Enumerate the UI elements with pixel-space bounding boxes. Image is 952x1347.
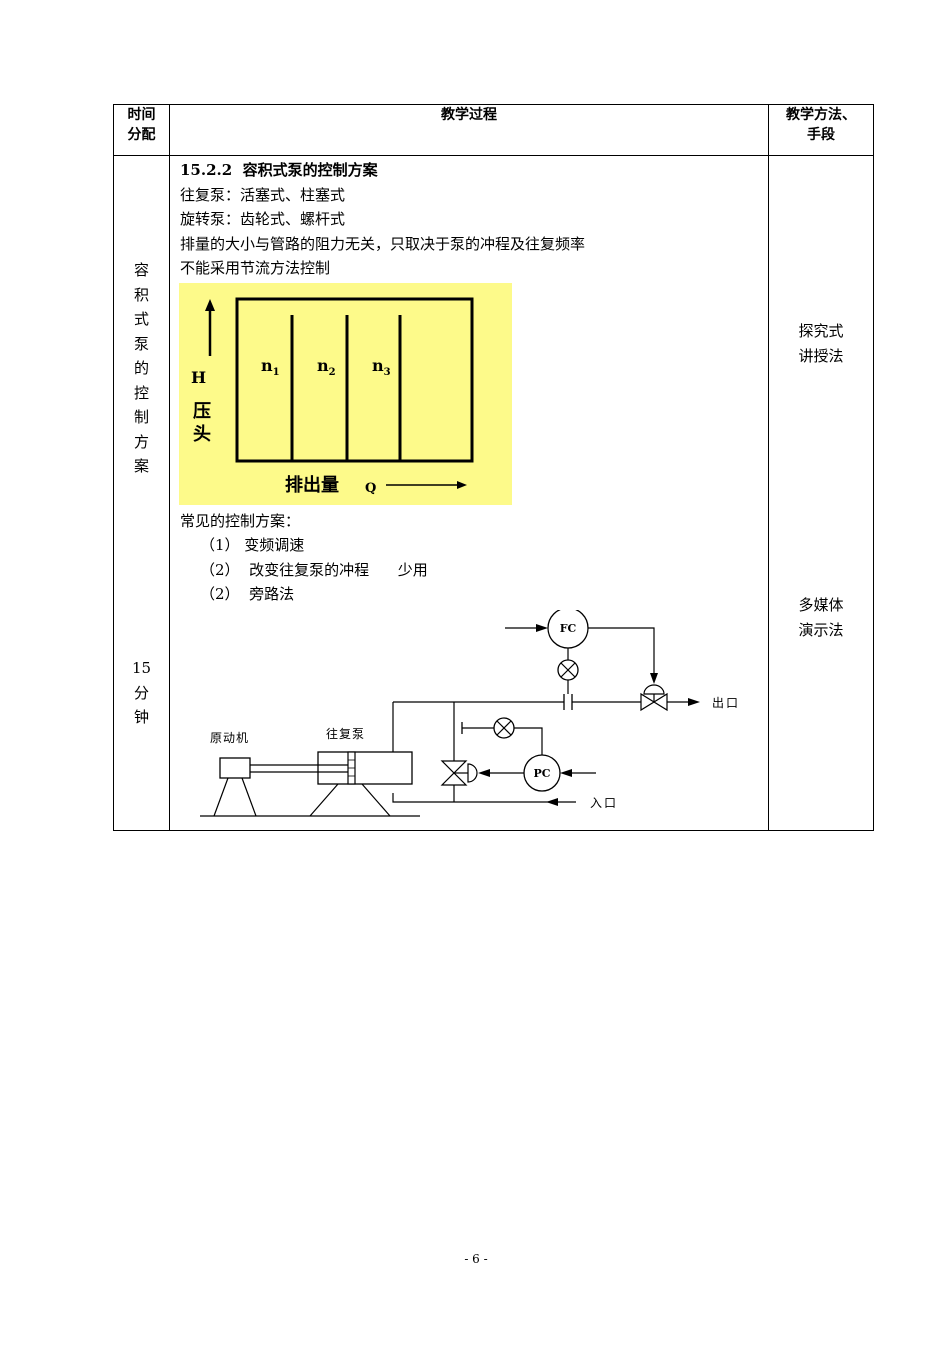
lesson-table: 时间 分配 教学过程 教学方法、 手段 容 积 式 泵 的 控 制 方 案 15… [113, 104, 874, 831]
header-process: 教学过程 [169, 104, 769, 156]
fc-input-arrow [536, 623, 548, 632]
outlet-arrow [688, 697, 700, 706]
header-time: 时间 分配 [113, 104, 170, 156]
pump-characteristic-figure: n1 n2 n3 H 压 头 排出量 Q [179, 282, 512, 505]
outlet-label: 出口 [712, 696, 740, 710]
prime-mover [219, 756, 251, 779]
bypass-control-diagram: FC [200, 609, 740, 817]
scheme-item: （2） 旁路法 [200, 585, 295, 603]
x-axis-label: 排出量 [285, 474, 339, 496]
page-number: - 6 - [464, 1252, 488, 1266]
label-n1: n1 [261, 356, 280, 378]
fc-output-line [588, 626, 655, 676]
pt-signal-line [514, 726, 543, 755]
pump-leg-right [361, 783, 391, 816]
x-arrow-head [457, 480, 467, 489]
y-axis-label-1: 压 [193, 401, 211, 422]
topic-vertical-text: 容 积 式 泵 的 控 制 方 案 [133, 261, 149, 475]
header-row: 时间 分配 教学过程 教学方法、 手段 [113, 104, 874, 156]
scheme-item: （1） 变频调速 [200, 536, 305, 554]
label-n3: n3 [372, 356, 391, 378]
bypass-valve-actuator [467, 762, 478, 783]
bypass-valve-top [440, 759, 468, 774]
outlet-valve-right [652, 692, 668, 711]
method-multimedia: 多媒体 演示法 [798, 596, 844, 639]
text-line: 往复泵：活塞式、柱塞式 [180, 185, 346, 204]
y-axis-letter: H [191, 368, 206, 387]
text-line: 旋转泵：齿轮式、螺杆式 [180, 210, 346, 228]
method-inquiry: 探究式 讲授法 [798, 322, 844, 365]
label-n2: n2 [317, 356, 336, 378]
x-axis-letter: Q [365, 481, 376, 496]
fc-output-arrow [650, 672, 658, 684]
outlet-valve-left [640, 692, 656, 711]
pump-cylinder [317, 750, 413, 785]
prime-mover-leg-left [213, 777, 229, 816]
pt-cross-2 [496, 720, 512, 735]
plot-frame [235, 297, 474, 462]
inlet-pipe [392, 792, 576, 803]
pc-setpoint-arrow [560, 768, 572, 777]
pump-label: 往复泵 [326, 726, 365, 741]
inlet-arrow [546, 797, 558, 806]
pump-leg-left [309, 783, 339, 816]
scheme-item: （2） 改变往复泵的冲程 少用 [200, 560, 428, 579]
duration-text: 15 分 钟 [131, 659, 152, 726]
fc-label: FC [560, 622, 577, 635]
pc-output-arrow [478, 768, 490, 777]
outlet-valve-actuator [643, 683, 665, 695]
method-cell: 探究式 讲授法 多媒体 演示法 [768, 155, 874, 831]
y-arrow-head [205, 298, 215, 311]
text-line: 不能采用节流方法控制 [180, 259, 331, 277]
text-line: 排量的大小与管路的阻力无关，只取决于泵的冲程及往复频率 [180, 234, 586, 253]
bypass-valve-bottom [440, 771, 468, 786]
transmitter-cross-2 [560, 662, 576, 677]
inlet-label: 入口 [590, 796, 618, 810]
section-title: 15.2.2 容积式泵的控制方案 [180, 161, 378, 179]
content-row: 容 积 式 泵 的 控 制 方 案 15 分 钟 15.2.2 容积式泵的控制方… [113, 155, 874, 831]
y-axis-label-2: 头 [193, 424, 211, 445]
driver-label: 原动机 [210, 731, 249, 745]
scheme-title: 常见的控制方案： [180, 511, 301, 530]
pc-label: PC [533, 767, 550, 780]
time-cell: 容 积 式 泵 的 控 制 方 案 15 分 钟 [113, 155, 170, 831]
header-method: 教学方法、 手段 [768, 104, 874, 156]
process-cell: 15.2.2 容积式泵的控制方案 往复泵：活塞式、柱塞式 旋转泵：齿轮式、螺杆式… [169, 155, 769, 831]
prime-mover-leg-right [241, 777, 257, 816]
